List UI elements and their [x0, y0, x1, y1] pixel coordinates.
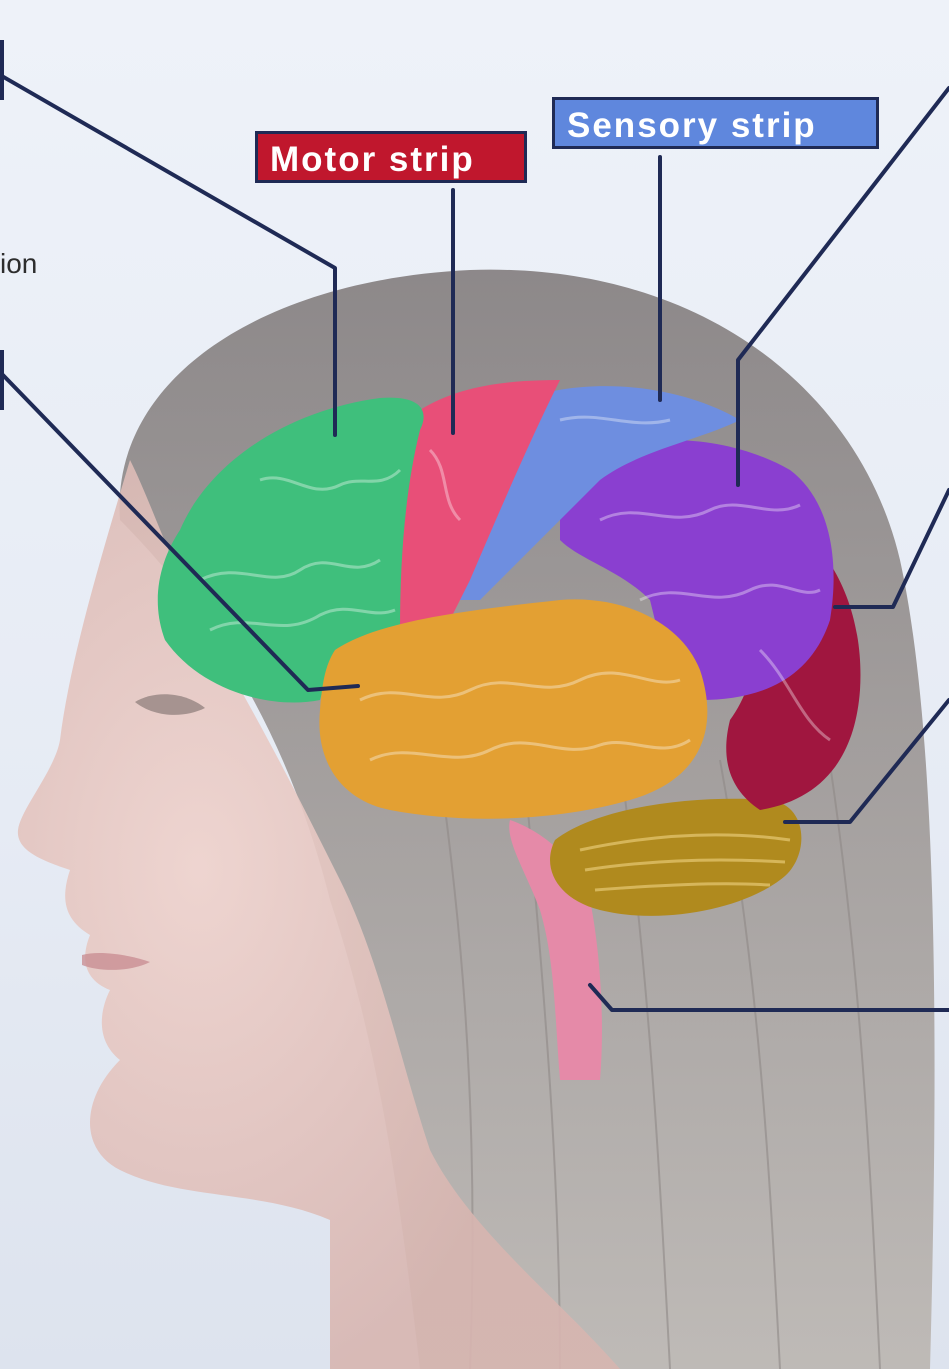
left-label-fragment-top — [0, 40, 4, 100]
left-label-fragment-middle — [0, 350, 4, 410]
temporal-lobe — [319, 599, 707, 818]
sensory-strip-label: Sensory strip — [552, 97, 879, 149]
cropped-caption-fragment: ion — [0, 248, 37, 280]
motor-strip-label: Motor strip — [255, 131, 527, 183]
